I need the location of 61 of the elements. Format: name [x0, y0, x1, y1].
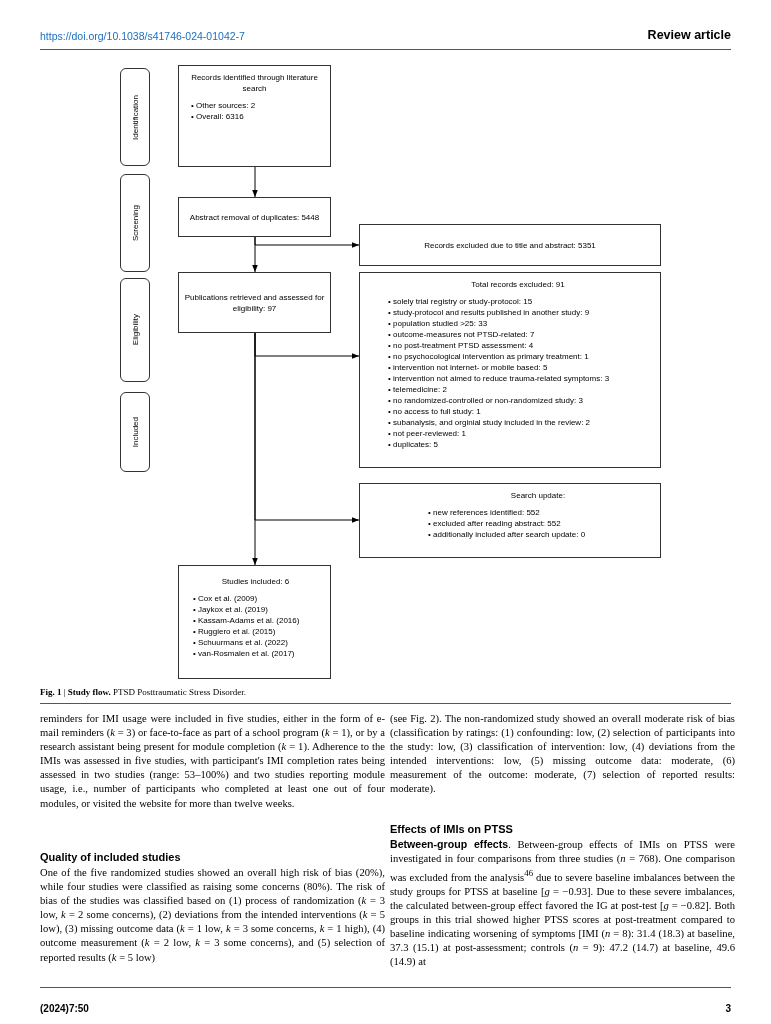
box-text: Abstract removal of duplicates: 5448: [188, 211, 321, 223]
section-heading: Quality of included studies: [40, 851, 182, 863]
flow-box: [178, 197, 331, 237]
list-item: • duplicates: 5: [388, 439, 439, 450]
phase-label: Eligibility: [130, 314, 140, 346]
section-header: Review article: [647, 28, 731, 42]
phase-band: [120, 278, 150, 382]
body-paragraph: reminders for IMI usage were included in five studies, either in the form of e-mail reminders (k = 3) or face-to-face as part of a school program (k = 1), or by a research assistant being present for module completion (k = 1). Adherence to the IMIs was assessed in five studies, with participant's IMI completion rates being assessed in two studies (range: 53–100%) and two studies reporting module usage, i.e., number of participants who completed at least one out of four modules, or visited the website for more than twelve weeks.: [40, 712, 385, 811]
list-item: • new references identified: 552: [428, 507, 541, 518]
list-item: • excluded after reading abstract: 552: [428, 518, 562, 529]
page-footer: (2024)7:50: [40, 1003, 89, 1014]
flow-box: [178, 65, 331, 167]
list-item: • no post-treatment PTSD assessment: 4: [388, 340, 535, 351]
phase-band: [120, 392, 150, 472]
box-text: Records excluded due to title and abstract: 5351: [423, 239, 597, 251]
box-heading: Records identified through literature search: [190, 72, 319, 94]
body-paragraph: One of the five randomized studies showed an overall high risk of bias (20%), while four studies were classified as raising some concerns (80%). The risk of bias of the studies was classified based on (1) process of randomization (k = 3 low, k = 2 some concerns), (2) deviations from the intended interventions (k = 5 low), (3) missing outcome data (k = 1 low, k = 3 some concerns, k = 1 high), (4) outcome measurement (k = 2 low, k = 3 some concerns), and (5) selection of reported results (k = 5 low): [40, 866, 385, 965]
flow-box: [359, 224, 661, 266]
list-item: • additionally included after search update: 0: [428, 529, 587, 540]
list-item: • not peer-reviewed: 1: [388, 428, 467, 439]
list-item: • population studied >25: 33: [388, 318, 489, 329]
page-number: 3: [725, 1003, 731, 1014]
box-heading: Studies included: 6: [220, 576, 291, 587]
figure-caption: Fig. 1 | Study flow. PTSD Posttraumatic Stress Disorder.: [40, 687, 247, 697]
link: https://doi.org/10.1038/s41746-024-01042-7: [40, 30, 245, 42]
list-item: • outcome-measures not PTSD-related: 7: [388, 329, 536, 340]
phase-label: Identification: [130, 94, 140, 140]
list-item: • Kassam-Adams et al. (2016): [193, 615, 301, 626]
arrow: [252, 332, 258, 566]
list-item: • intervention not internet- or mobile based: 5: [388, 362, 549, 373]
flow-box: [178, 272, 331, 333]
arrow: [252, 236, 258, 273]
flow-box: [178, 565, 331, 679]
list-item: • telemedicine: 2: [388, 384, 448, 395]
list-item: • Other sources: 2: [191, 100, 257, 111]
list-item: • subanalysis, and orginial study included in the review: 2: [388, 417, 592, 428]
phase-band: [120, 174, 150, 272]
list-item: • no psychocological intervention as primary treatment: 1: [388, 351, 590, 362]
list-item: • Jaykox et al. (2019): [193, 604, 269, 615]
list-item: • no access to full study: 1: [388, 406, 482, 417]
box-heading: Search update:: [509, 490, 567, 501]
list-item: • solely trial registry or study-protocol: 15: [388, 296, 534, 307]
list-item: • Overall: 6316: [191, 111, 245, 122]
section-heading: Effects of IMIs on PTSS: [390, 823, 514, 835]
flow-box: [359, 483, 661, 558]
list-item: • Schuurmans et al. (2022): [193, 637, 289, 648]
box-heading: Total records excluded: 91: [470, 279, 566, 290]
phase-label: Screening: [130, 205, 140, 241]
box-text: Publications retrieved and assessed for eligibility: 97: [183, 291, 326, 314]
list-item: • intervention not aimed to reduce trauma-related symptoms: 3: [388, 373, 611, 384]
list-item: • Cox et al. (2009): [193, 593, 259, 604]
list-item: • study-protocol and results published in another study: 9: [388, 307, 591, 318]
arrow: [252, 166, 258, 198]
phase-label: Included: [130, 416, 140, 448]
list-item: • Ruggiero et al. (2015): [193, 626, 277, 637]
phase-band: [120, 68, 150, 166]
list-item: • van-Rosmalen et al. (2017): [193, 648, 296, 659]
flow-box: [359, 272, 661, 468]
body-paragraph: (see Fig. 2). The non-randomized study showed an overall moderate risk of bias (classification by ratings: (1) confounding: low, (2) selection of participants into the study: low, (3) classification of intervention: low, (4) deviations from the intended interventions: low, (5) missing outcome data: moderate, (6) measurement of the outcome: moderate, (7) selection of reported results: moderate).: [390, 712, 735, 797]
body-paragraph: Between-group effects. Between-group effects of IMIs on PTSS were investigated in four comparisons from three studies (n = 768). One comparison was excluded from the analysis$^{46}$ due to severe baseline imbalances between the study groups for PTSS at baseline [g = −0.93]. Due to these severe imbalances, the calculated between-group effect favored the IG at post-test [g = −0.82]. Both groups in this trial showed higher PTSS scores at post-treatment compared to baseline indicating worsening of symptoms [IMI (n = 8): 31.4 (18.3) at baseline, 37.3 (15.1) at post-assessment; controls (n = 9): 47.2 (14.7) at baseline, 49.6 (14.9) at: [390, 837, 735, 970]
list-item: • no randomized-controlled or non-randomized study: 3: [388, 395, 584, 406]
